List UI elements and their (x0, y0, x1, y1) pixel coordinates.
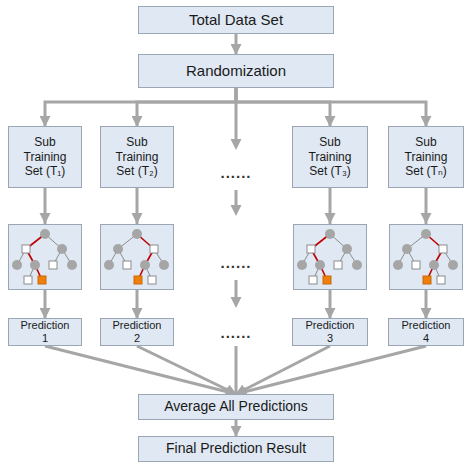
flow-arrow (236, 346, 426, 394)
node-text: Randomization (186, 62, 286, 80)
flow-arrow (45, 346, 236, 394)
flow-arrow (236, 88, 426, 126)
flow-arrow (236, 88, 330, 126)
flow-arrow (45, 88, 236, 126)
flow-arrow (236, 346, 330, 394)
decision-tree-icon (101, 225, 174, 290)
middle-column-arrows (235, 102, 238, 394)
node-text: Sub Training Set (T₃) (302, 135, 358, 179)
decision-tree-icon (390, 225, 463, 290)
node-text: Sub Training Set (T₁) (18, 135, 72, 179)
flow-arrow (137, 346, 236, 394)
node-text: Prediction 1 (18, 319, 72, 346)
ellipsis-label: ...... (220, 254, 251, 271)
flow-arrow (44, 188, 47, 318)
aggregate-box: Average All Predictions (138, 394, 334, 420)
subset-box: Sub Training Set (T₃) (292, 126, 368, 188)
node-text: Average All Predictions (164, 398, 308, 415)
node-text: Prediction 2 (110, 319, 164, 346)
node-text: Sub Training Set (T₂) (110, 135, 164, 179)
subset-box: Sub Training Set (T₁) (8, 126, 82, 188)
flow-arrow (425, 188, 428, 318)
ellipsis-label: ...... (220, 324, 251, 341)
flow-arrow (235, 34, 238, 54)
prediction-box: Prediction 1 (8, 318, 82, 346)
flow-arrow (137, 88, 236, 126)
decision-tree-icon (294, 225, 367, 290)
result-box: Final Prediction Result (138, 436, 334, 462)
flow-arrow (235, 420, 238, 436)
subset-box: Sub Training Set (Tₙ) (388, 126, 464, 188)
ellipsis-label: ...... (220, 164, 251, 181)
node-text: Prediction 4 (398, 319, 454, 346)
flow-arrow (329, 188, 332, 318)
decision-tree-icon (9, 225, 82, 290)
flow-arrow (136, 188, 139, 318)
node-text: Final Prediction Result (166, 440, 306, 457)
prediction-box: Prediction 4 (388, 318, 464, 346)
process-box: Randomization (138, 54, 334, 88)
prediction-box: Prediction 3 (292, 318, 368, 346)
node-text: Total Data Set (189, 11, 283, 29)
node-text: Prediction 3 (302, 319, 358, 346)
tree-arrowheads (40, 213, 432, 224)
subset-box: Sub Training Set (T₂) (100, 126, 174, 188)
data-box: Total Data Set (138, 6, 334, 34)
prediction-box: Prediction 2 (100, 318, 174, 346)
node-text: Sub Training Set (Tₙ) (398, 135, 454, 179)
